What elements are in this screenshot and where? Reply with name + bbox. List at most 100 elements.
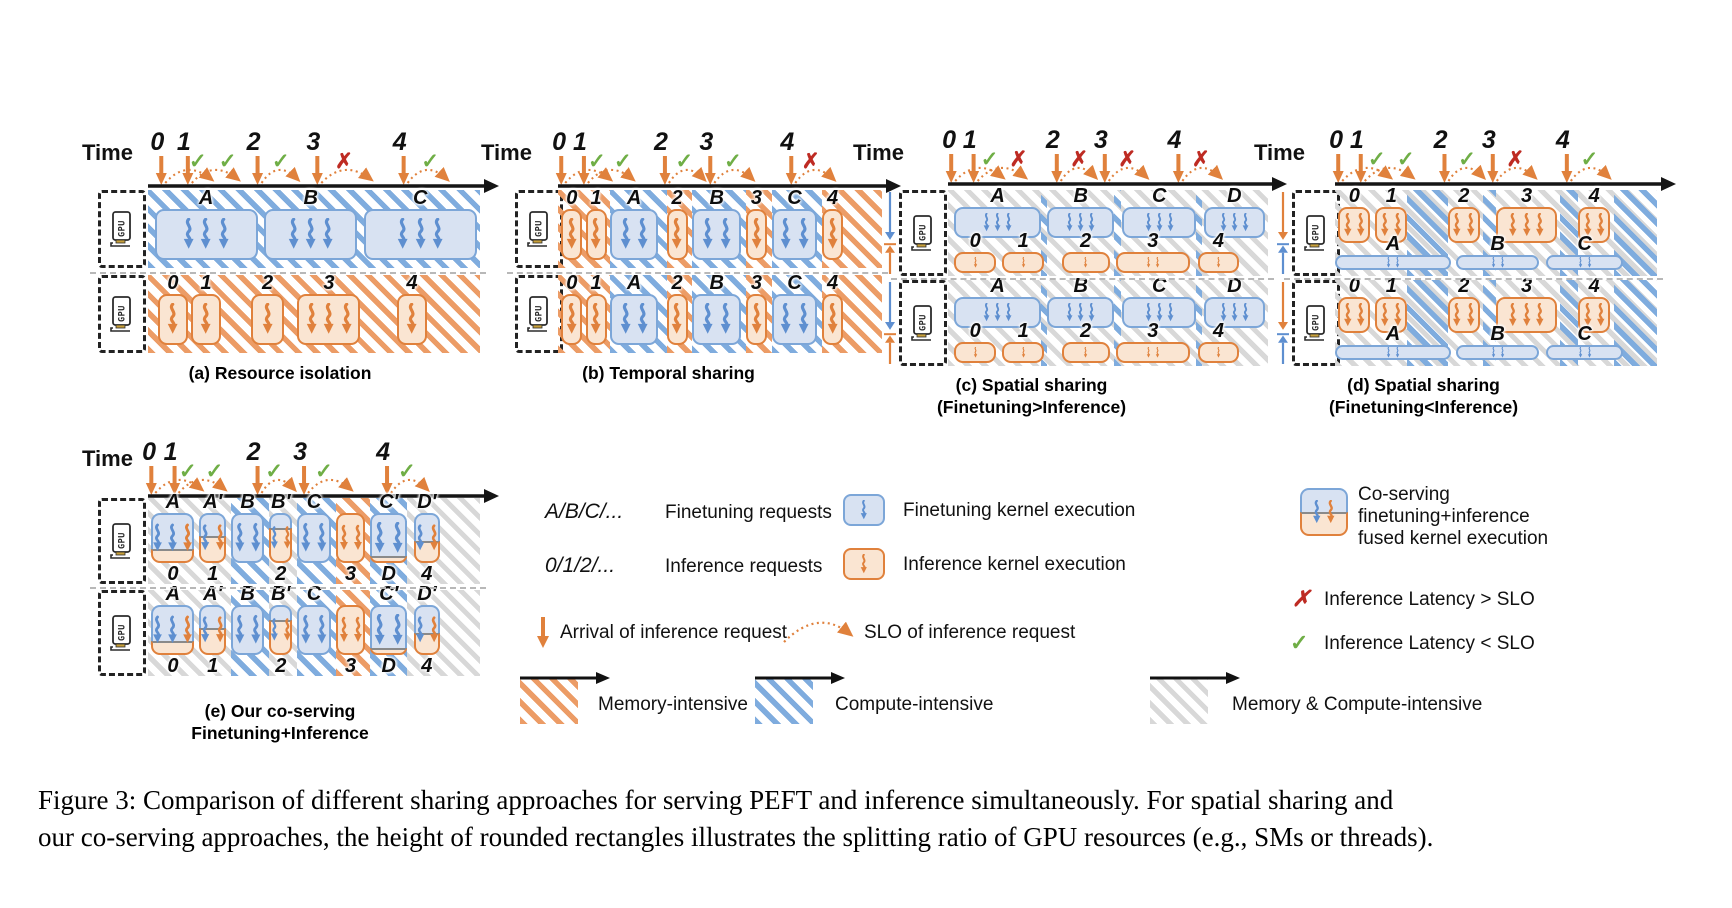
kernel-arrows (1340, 299, 1368, 331)
kernel-arrows (299, 607, 328, 653)
wavy-arrow-icon (1327, 500, 1335, 524)
wavy-arrow-icon (1466, 213, 1475, 237)
kernel-block (771, 293, 818, 346)
arrival-arrow-head (578, 173, 590, 185)
finetuning-kernel-icon (843, 494, 885, 526)
arrival-arrow-head (252, 483, 264, 495)
figure-caption-line2: our co-serving approaches, the height of… (38, 822, 1434, 852)
block-label: 1 (207, 563, 219, 586)
kernel-block (692, 208, 742, 261)
kernel-arrows (669, 211, 686, 258)
wavy-arrow-icon (215, 524, 224, 551)
wavy-arrow-icon (317, 615, 327, 644)
kernel-block (561, 293, 583, 346)
block-label: 0 (167, 655, 179, 678)
wavy-arrow-icon (620, 303, 631, 335)
kernel-block (1375, 207, 1408, 244)
time-mark: 4 (779, 128, 794, 156)
block-label: C (306, 583, 322, 606)
kernel-arrows (774, 211, 815, 258)
block-label: 4 (421, 655, 433, 678)
split-ratio-arrows (1277, 192, 1289, 274)
panel-title-line: (b) Temporal sharing (582, 363, 755, 383)
wavy-arrow-icon (1578, 347, 1582, 358)
kernel-arrows (1340, 209, 1368, 241)
kernel-arrows (193, 296, 219, 343)
wavy-arrow-icon (751, 303, 762, 335)
slo-check-icon: ✓ (421, 150, 439, 173)
wavy-arrow-icon (672, 303, 682, 335)
wavy-arrow-icon (183, 615, 193, 644)
slo-arc (713, 166, 756, 184)
kernel-arrows (774, 296, 815, 343)
wavy-arrow-icon (341, 303, 352, 335)
block-label: C (413, 186, 428, 209)
wavy-arrow-icon (1500, 257, 1504, 268)
kernel-block (231, 605, 265, 656)
kernel-block (250, 293, 285, 346)
wavy-arrow-icon (780, 303, 791, 335)
block-label: 4 (1588, 185, 1600, 208)
kernel-block (413, 513, 441, 564)
block-label: B (303, 186, 318, 209)
block-label: C (1151, 185, 1167, 208)
wavy-arrow-icon (1156, 213, 1163, 232)
block-label: 1 (1017, 319, 1029, 342)
block-label: A (626, 186, 642, 209)
wavy-arrow-icon (703, 303, 713, 335)
memory-compute-swatch (1150, 672, 1240, 724)
wavy-arrow-icon (1453, 213, 1461, 237)
time-mark: 0 (942, 126, 956, 154)
wavy-arrow-icon (1155, 256, 1159, 268)
kernel-block (585, 208, 607, 261)
slo-check-icon: ✓ (1368, 148, 1386, 171)
block-label: 3 (1147, 319, 1159, 342)
hatch-segment (1196, 280, 1203, 366)
wavy-arrow-icon (780, 218, 791, 250)
kernel-arrows (1004, 344, 1042, 361)
kernel-block (1496, 297, 1558, 334)
wavy-arrow-icon (1357, 303, 1365, 327)
time-mark: 3 (306, 128, 320, 156)
block-label: 1 (200, 271, 212, 294)
finetuning-requests-symbol: A/B/C/... (545, 500, 624, 523)
slo-arc (390, 476, 430, 494)
wavy-arrow-icon (1216, 256, 1221, 268)
kernel-arrows (269, 605, 292, 655)
block-label: 3 (1521, 275, 1533, 298)
slo-check-icon: ✓ (206, 460, 224, 483)
slo-check-icon: ✓ (1581, 148, 1599, 171)
wavy-arrow-icon (827, 303, 838, 335)
kernel-block (297, 513, 331, 564)
block-label: A (198, 186, 214, 209)
block-label: 4 (827, 271, 839, 294)
wavy-arrow-icon (1155, 346, 1159, 358)
kernel-arrows (1580, 209, 1608, 241)
kernel-block (1204, 207, 1265, 239)
kernel-arrows (253, 296, 282, 343)
gpu-box: GPU (1292, 190, 1340, 276)
slo-cross-icon: ✗ (1507, 148, 1525, 171)
block-label: D (1227, 185, 1242, 208)
block-label: 4 (1212, 319, 1224, 342)
slo-arc (1495, 164, 1538, 182)
wavy-arrow-icon (201, 218, 211, 250)
gpu-icon: GPU (911, 305, 932, 341)
kernel-block (1375, 297, 1408, 334)
kernel-block (692, 293, 742, 346)
wavy-arrow-icon (1343, 213, 1352, 237)
svg-text:GPU: GPU (118, 220, 128, 237)
gpu-box: GPU (98, 498, 146, 584)
wavy-arrow-icon (1083, 346, 1088, 358)
arrival-arrow-head (169, 483, 181, 495)
block-label: 0 (167, 271, 179, 294)
wavy-arrow-icon (798, 218, 809, 250)
